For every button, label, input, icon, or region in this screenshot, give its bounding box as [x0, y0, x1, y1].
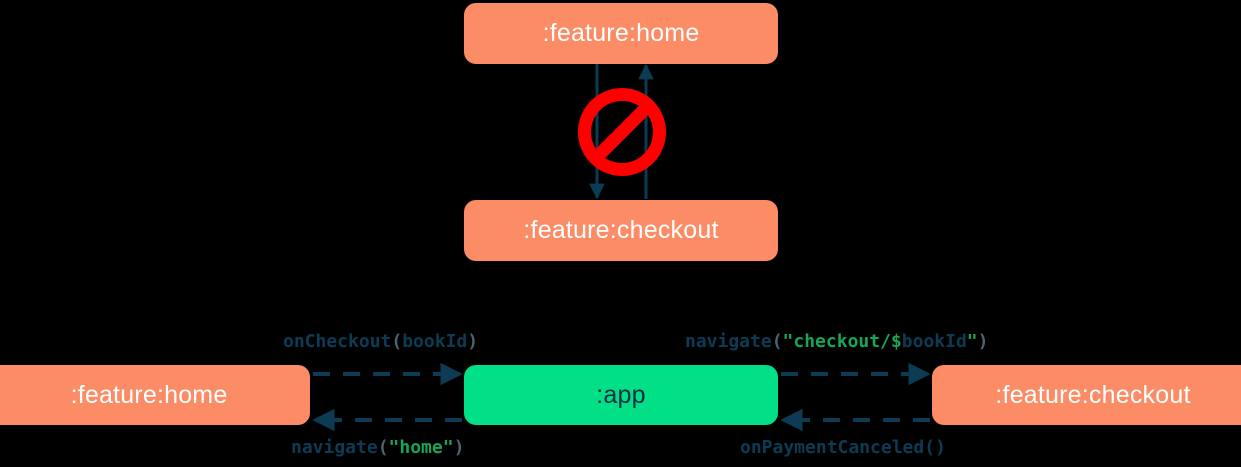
node-app[interactable]: :app	[464, 365, 778, 425]
edge-label-home-to-app: onCheckout(bookId)	[283, 331, 478, 352]
code-token-fn: navigate	[291, 437, 378, 458]
code-token-str: "home"	[388, 437, 454, 458]
edge-label-checkout-to-app: onPaymentCanceled()	[740, 437, 946, 458]
code-token-fn: navigate	[685, 331, 772, 352]
code-token-punct: (	[377, 437, 389, 458]
code-token-fn: ()	[924, 437, 946, 458]
edge-label-app-to-home: navigate("home")	[291, 437, 464, 458]
code-token-punct: )	[467, 331, 479, 352]
code-token-punct: )	[977, 331, 989, 352]
edge-label-app-to-checkout: navigate("checkout/$bookId")	[685, 331, 988, 352]
code-token-punct: )	[453, 437, 465, 458]
node-feature-home-top[interactable]: :feature:home	[464, 3, 778, 64]
code-token-punct: (	[771, 331, 783, 352]
node-feature-checkout-bottom[interactable]: :feature:checkout	[932, 365, 1241, 425]
code-token-arg: bookId	[402, 331, 468, 352]
code-token-fn: onPaymentCanceled	[740, 437, 925, 458]
code-token-fn: onCheckout	[283, 331, 392, 352]
node-feature-home-bottom[interactable]: :feature:home	[0, 365, 310, 425]
node-feature-checkout-top[interactable]: :feature:checkout	[464, 200, 778, 261]
code-token-str: "checkout/$	[782, 331, 902, 352]
code-token-arg: bookId	[901, 331, 967, 352]
code-token-punct: (	[391, 331, 403, 352]
code-token-str: "	[966, 331, 978, 352]
no-entry-icon	[578, 88, 666, 176]
